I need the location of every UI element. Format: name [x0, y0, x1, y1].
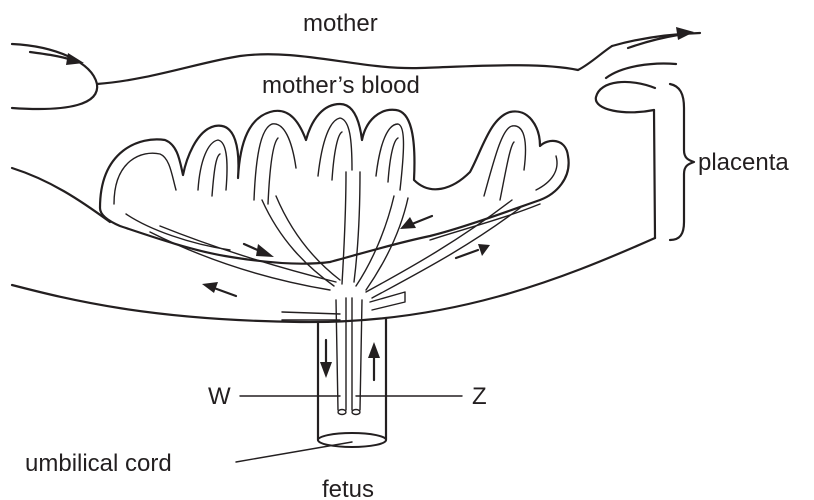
- vessel-z-label: Z: [472, 383, 487, 410]
- mothers-blood-label: mother’s blood: [262, 72, 420, 99]
- vessel-w-label: W: [208, 383, 231, 410]
- placenta-brace: [670, 84, 694, 240]
- villus-arrow-lower-left: [202, 282, 236, 296]
- umbilical-cord-label: umbilical cord: [25, 450, 172, 477]
- villus-arrow-lower-right: [456, 244, 490, 258]
- placental-villi: [100, 104, 569, 320]
- placenta-label: placenta: [698, 149, 789, 176]
- umbilical-cord-pointer-line: [236, 442, 352, 462]
- cord-arrow-down: [320, 340, 332, 378]
- maternal-outflow-arrow: [628, 27, 694, 48]
- mother-label: mother: [303, 10, 378, 37]
- maternal-inflow-arrow: [30, 52, 84, 65]
- villus-arrow-left: [244, 244, 274, 257]
- villus-arrow-upper-right: [400, 216, 432, 229]
- fetus-label: fetus: [322, 476, 374, 500]
- cord-arrow-up: [368, 342, 380, 380]
